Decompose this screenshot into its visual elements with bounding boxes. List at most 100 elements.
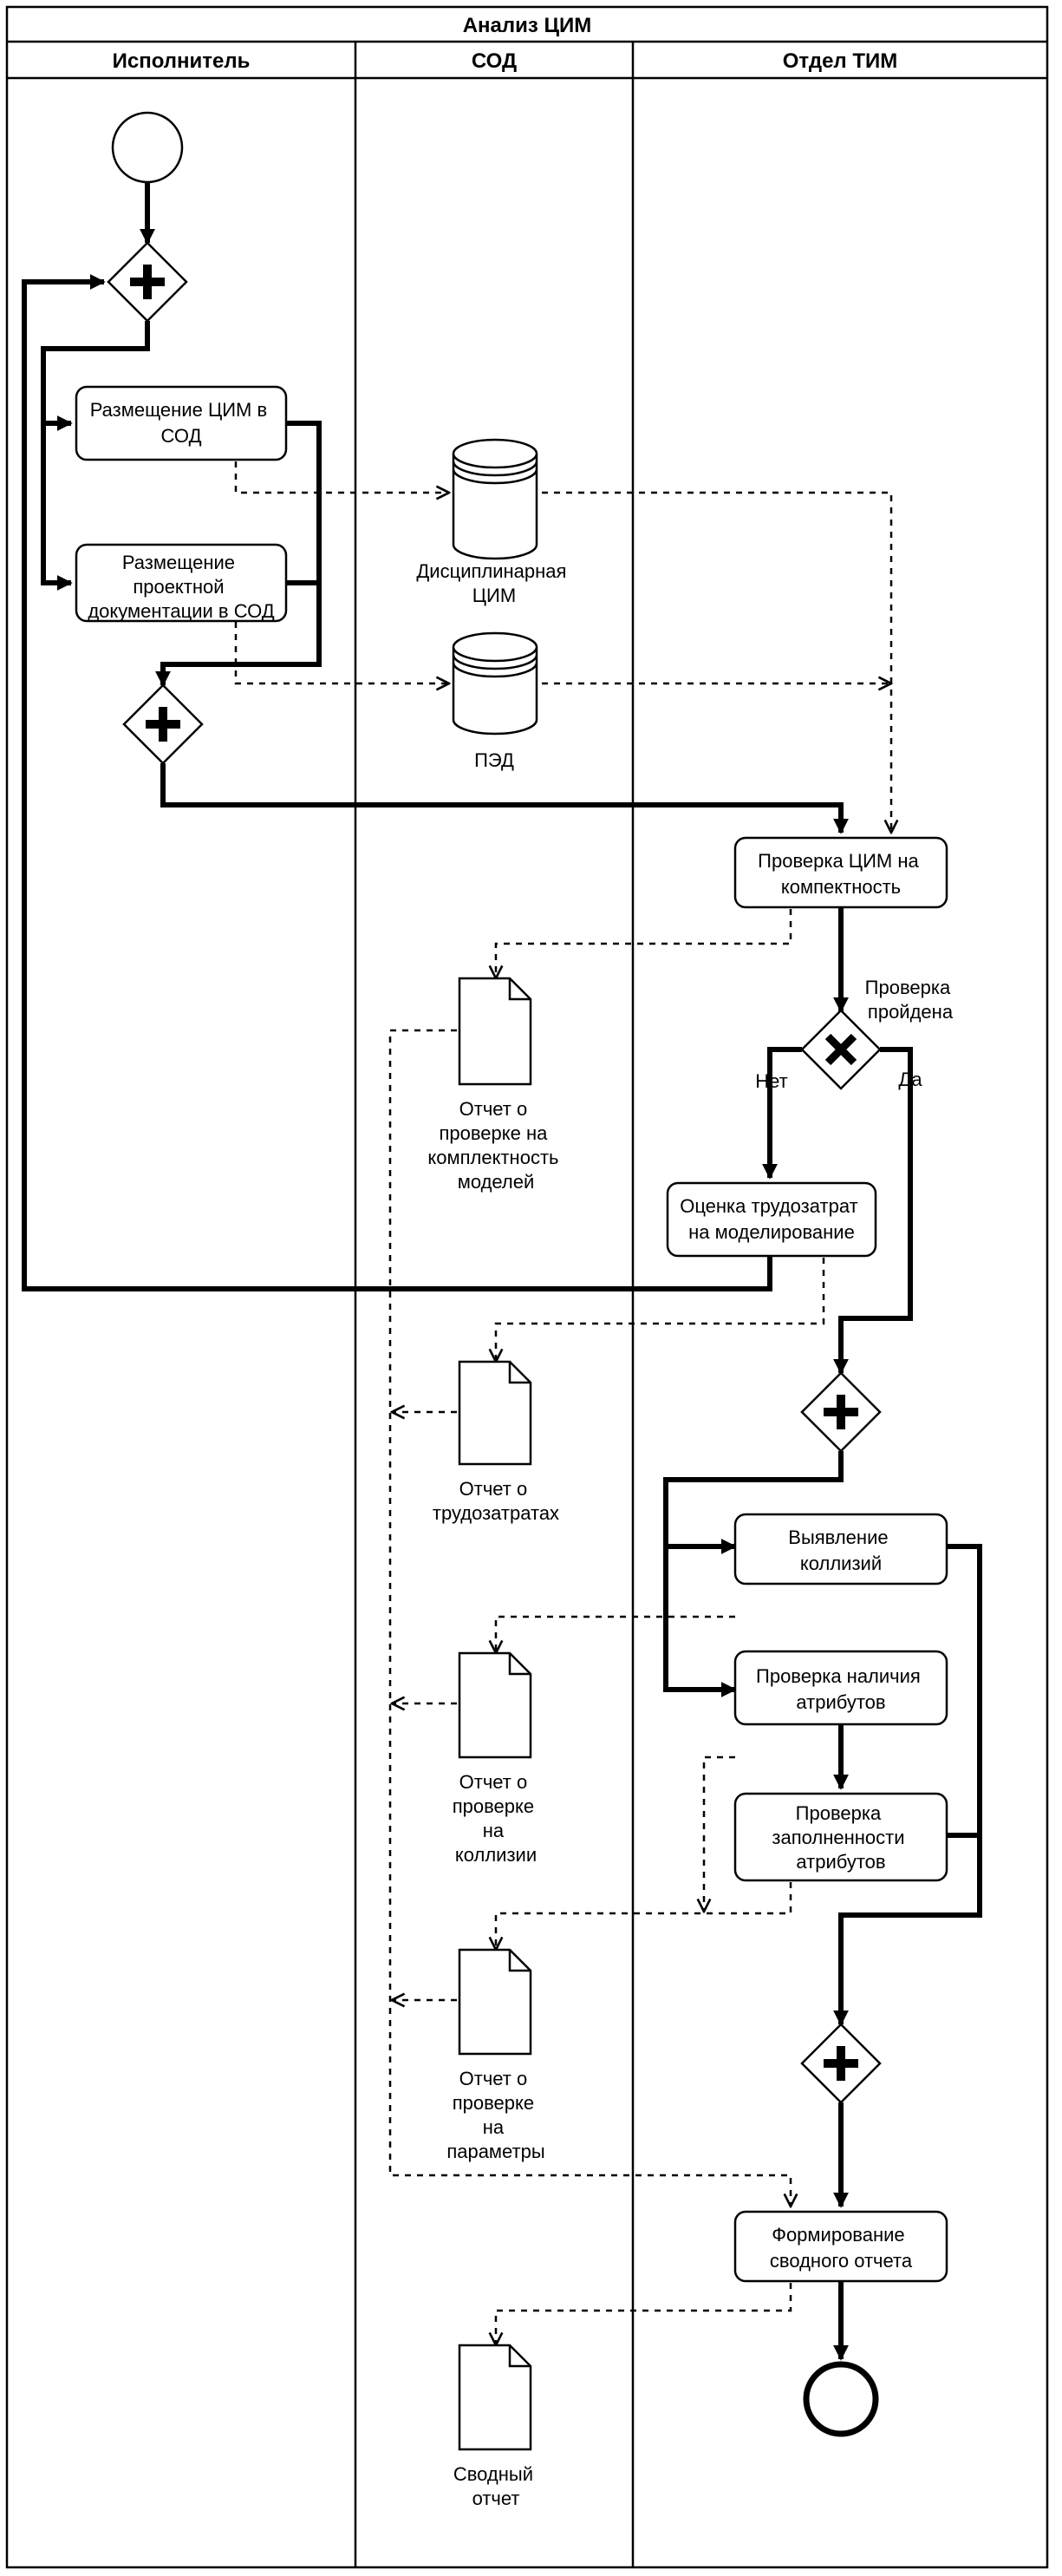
svg-text:Отчет о проверке н: Отчет о проверке на параметры bbox=[446, 2068, 544, 2162]
gateway-question-line-1: Проверка bbox=[865, 977, 951, 998]
svg-text:Проверка заполненности: Проверка заполненности атрибутов bbox=[772, 1802, 909, 1873]
assoc-filled-to-report bbox=[496, 1882, 792, 1950]
doc-params-line-4: параметры bbox=[446, 2141, 544, 2162]
task-place-docs[interactable]: Размещение проектной документации в СОД bbox=[75, 543, 288, 623]
pool: Анализ ЦИМ Исполнитель СОД Отдел ТИМ bbox=[5, 5, 1049, 2569]
svg-text:Выявление коллизий: Выявление коллизий bbox=[788, 1527, 893, 1574]
task-check-completeness[interactable]: Проверка ЦИМ на компектность bbox=[733, 836, 948, 909]
svg-text:Сводный отчет: Сводный отчет bbox=[453, 2463, 538, 2509]
task-place-docs-line-3: документации в СОД bbox=[88, 600, 274, 622]
lane-title-bim-dept: Отдел ТИМ bbox=[783, 49, 898, 73]
task-attr-filled-line-2: заполненности bbox=[772, 1827, 904, 1848]
doc-completeness-line-1: Отчет о bbox=[459, 1098, 528, 1120]
doc-completeness-line-4: моделей bbox=[458, 1171, 535, 1193]
doc-summary-line-2: отчет bbox=[472, 2488, 520, 2509]
task-check-line-2: компектность bbox=[781, 876, 901, 898]
gateway-question-line-2: пройдена bbox=[868, 1001, 954, 1023]
datastore-ped-label: ПЭД bbox=[474, 749, 514, 771]
doc-completeness-line-2: проверке на bbox=[439, 1122, 548, 1144]
doc-collisions-line-3: на bbox=[483, 1820, 505, 1841]
task-collisions-line-1: Выявление bbox=[788, 1527, 888, 1548]
document-report-labor: Отчет о трудозатратах bbox=[433, 1360, 559, 1524]
label-no: Нет bbox=[755, 1070, 787, 1092]
svg-text:Отчет о проверке н: Отчет о проверке на коллизии bbox=[453, 1771, 540, 1866]
svg-text:Размещение проектной: Размещение проектной документации в СОД bbox=[88, 552, 274, 622]
exclusive-gateway bbox=[800, 1009, 882, 1090]
assoc-check-to-report bbox=[496, 909, 792, 978]
svg-text:Дисциплинарная ЦИМ: Дисциплинарная ЦИМ bbox=[416, 560, 571, 606]
doc-collisions-line-1: Отчет о bbox=[459, 1771, 528, 1793]
document-report-params: Отчет о проверке на параметры bbox=[446, 1948, 545, 2162]
assoc-cim-to-store bbox=[234, 461, 449, 493]
end-event bbox=[803, 2361, 879, 2437]
assoc-estimate-to-report bbox=[496, 1258, 825, 1362]
datastore-discipline-label-1: Дисциплинарная bbox=[416, 560, 566, 582]
task-place-cim-line-2: СОД bbox=[161, 425, 202, 447]
task-place-docs-line-1: Размещение bbox=[122, 552, 235, 573]
task-estimate-labor[interactable]: Оценка трудозатрат на моделирование bbox=[666, 1181, 877, 1258]
sequence-flows bbox=[22, 181, 982, 2361]
task-attr-filled-line-3: атрибутов bbox=[796, 1851, 885, 1873]
task-summary-line-1: Формирование bbox=[772, 2224, 904, 2246]
doc-collisions-line-2: проверке bbox=[453, 1795, 534, 1817]
svg-text:Размещение ЦИМ в СОД: Размещение ЦИМ в СОД bbox=[90, 399, 273, 447]
start-event bbox=[111, 111, 184, 184]
task-place-cim[interactable]: Размещение ЦИМ в СОД bbox=[75, 385, 288, 461]
task-detect-collisions[interactable]: Выявление коллизий bbox=[733, 1513, 948, 1585]
doc-labor-line-1: Отчет о bbox=[459, 1478, 528, 1500]
flow-fork-to-collisions bbox=[663, 1451, 844, 1554]
assoc-collisions-to-report bbox=[496, 1615, 735, 1653]
parallel-gateway-join bbox=[122, 683, 204, 765]
flow-collisions-to-join bbox=[833, 1544, 982, 2026]
assoc-docs-to-ped bbox=[234, 622, 449, 683]
task-estimate-line-1: Оценка трудозатрат bbox=[680, 1195, 857, 1217]
lane-title-cde: СОД bbox=[472, 49, 517, 73]
doc-labor-line-2: трудозатратах bbox=[433, 1502, 559, 1524]
task-attr-presence-line-1: Проверка наличия bbox=[756, 1665, 921, 1687]
svg-text:Проверка наличия атрибут: Проверка наличия атрибутов bbox=[756, 1665, 926, 1713]
flow-xor-no bbox=[762, 1047, 802, 1180]
flow-place-cim-to-join bbox=[155, 421, 322, 687]
assoc-presence-to-down bbox=[704, 1755, 735, 1912]
svg-text:Проверка пройдена: Проверка пройдена bbox=[865, 977, 956, 1023]
task-attr-filled-line-1: Проверка bbox=[796, 1802, 882, 1824]
flow-fork-to-place-cim bbox=[41, 321, 150, 431]
task-attr-presence-line-2: атрибутов bbox=[796, 1691, 885, 1713]
svg-text:Проверка ЦИМ на компектн: Проверка ЦИМ на компектность bbox=[758, 850, 924, 898]
assoc-store-to-check bbox=[542, 491, 891, 833]
doc-summary-line-1: Сводный bbox=[453, 2463, 533, 2485]
data-associations bbox=[234, 461, 891, 2345]
task-summary-line-2: сводного отчета bbox=[770, 2250, 913, 2272]
task-summary-report[interactable]: Формирование сводного отчета bbox=[733, 2210, 948, 2283]
document-report-completeness: Отчет о проверке на комплектность моделе… bbox=[427, 977, 564, 1193]
parallel-gateway-fork bbox=[107, 241, 188, 323]
svg-text:Оценка трудозатрат на мо: Оценка трудозатрат на моделирование bbox=[680, 1195, 863, 1243]
lane-title-executor: Исполнитель bbox=[113, 49, 251, 73]
doc-params-line-2: проверке bbox=[453, 2092, 534, 2114]
task-attr-presence[interactable]: Проверка наличия атрибутов bbox=[733, 1650, 948, 1726]
task-place-cim-line-1: Размещение ЦИМ в bbox=[90, 399, 267, 421]
task-estimate-line-2: на моделирование bbox=[688, 1221, 855, 1243]
doc-collisions-line-4: коллизии bbox=[455, 1844, 537, 1866]
task-check-line-1: Проверка ЦИМ на bbox=[758, 850, 919, 872]
flow-fork-to-attr-presence bbox=[663, 1546, 737, 1697]
svg-text:Отчет о проверке на: Отчет о проверке на комплектность моделе… bbox=[427, 1098, 564, 1193]
datastore-discipline-cim: Дисциплинарная ЦИМ bbox=[416, 438, 571, 606]
document-report-collisions: Отчет о проверке на коллизии bbox=[453, 1651, 540, 1866]
doc-params-line-3: на bbox=[483, 2116, 505, 2138]
task-place-docs-line-2: проектной bbox=[133, 576, 224, 598]
doc-params-line-1: Отчет о bbox=[459, 2068, 528, 2089]
parallel-gateway-join-2 bbox=[800, 2023, 882, 2104]
task-collisions-line-2: коллизий bbox=[800, 1553, 882, 1574]
pool-title: Анализ ЦИМ bbox=[463, 14, 592, 37]
task-attr-filled[interactable]: Проверка заполненности атрибутов bbox=[733, 1792, 948, 1882]
datastore-ped: ПЭД bbox=[452, 631, 538, 771]
label-yes: Да bbox=[898, 1069, 922, 1090]
flow-fork-to-place-docs bbox=[41, 423, 73, 591]
svg-text:ПЭД: ПЭД bbox=[474, 749, 514, 771]
assoc-summary-to-report bbox=[496, 2283, 792, 2345]
flow-xor-yes bbox=[833, 1047, 913, 1375]
document-summary-report: Сводный отчет bbox=[453, 2344, 538, 2509]
flow-join-to-check bbox=[160, 763, 849, 834]
